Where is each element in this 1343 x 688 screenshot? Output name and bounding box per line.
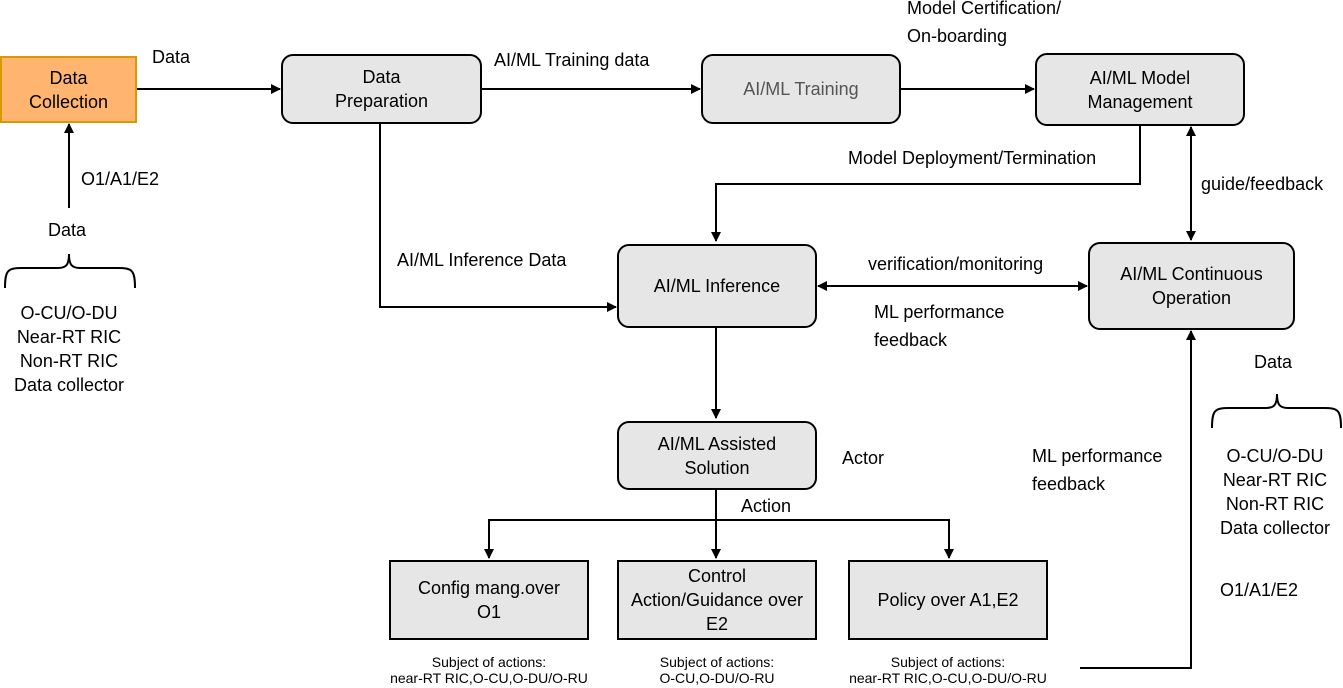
label-verification: verification/monitoring	[868, 254, 1044, 274]
label-actor: Actor	[842, 448, 885, 468]
label-inference-data: AI/ML Inference Data	[397, 250, 567, 270]
label-training-data: AI/ML Training data	[494, 50, 650, 70]
source-list-left: O-CU/O-DU Near-RT RIC Non-RT RIC Data co…	[13, 303, 125, 395]
brace-left	[4, 253, 136, 289]
arrow-to-policy	[716, 519, 954, 559]
source-list-right: O-CU/O-DU Near-RT RIC Non-RT RIC Data co…	[1219, 446, 1331, 538]
control-action-node: Control Action/Guidance over E2	[617, 560, 817, 640]
label-data-top: Data	[152, 47, 191, 67]
subject-config: Subject of actions: near-RT RIC,O-CU,O-D…	[390, 654, 588, 686]
arrow-to-config	[484, 519, 716, 559]
config-mang-node: Config mang.over O1	[389, 560, 589, 640]
arrow-management-to-inference	[711, 126, 1141, 242]
continuous-operation-node: AI/ML Continuous Operation	[1088, 242, 1295, 330]
training-node: AI/ML Training	[701, 54, 901, 124]
data-collection-node: Data Collection	[0, 56, 137, 123]
label-data-right: Data	[1254, 352, 1293, 372]
label-data-left: Data	[48, 220, 87, 240]
assisted-solution-node: AI/ML Assisted Solution	[617, 421, 817, 490]
data-preparation-node: Data Preparation	[281, 54, 482, 124]
label-guide-feedback: guide/feedback	[1201, 174, 1324, 194]
label-ml-performance-1: ML performance feedback	[874, 302, 1005, 350]
policy-node: Policy over A1,E2	[848, 560, 1048, 640]
brace-right	[1211, 393, 1342, 429]
subject-policy: Subject of actions: near-RT RIC,O-CU,O-D…	[849, 654, 1047, 686]
label-certification: Model Certification/ On-boarding	[907, 0, 1062, 46]
label-action: Action	[741, 496, 792, 516]
arrow-feedback-to-continuous	[1080, 330, 1196, 669]
model-management-node: AI/ML Model Management	[1035, 53, 1245, 126]
label-ml-performance-2: ML performance feedback	[1032, 446, 1163, 494]
label-interfaces-right: O1/A1/E2	[1220, 580, 1299, 600]
inference-node: AI/ML Inference	[617, 244, 817, 328]
label-interfaces-left: O1/A1/E2	[81, 169, 160, 189]
subject-control: Subject of actions: O-CU,O-DU/O-RU	[659, 654, 775, 686]
label-deployment: Model Deployment/Termination	[848, 148, 1097, 168]
arrow-preparation-to-inference	[379, 124, 617, 312]
